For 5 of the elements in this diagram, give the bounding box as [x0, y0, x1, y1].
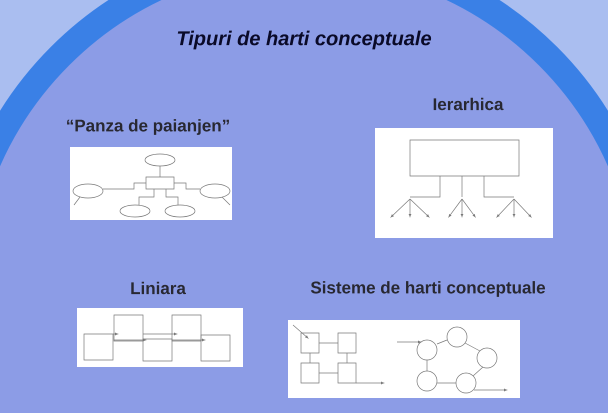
heading: Sisteme de harti conceptuale [310, 281, 546, 297]
heading: Liniara [131, 282, 186, 294]
title: Tipuri de harti conceptuale [178, 30, 432, 50]
heading: “Panza de paianjen” [67, 119, 229, 135]
heading: Ierarhica [434, 98, 504, 110]
